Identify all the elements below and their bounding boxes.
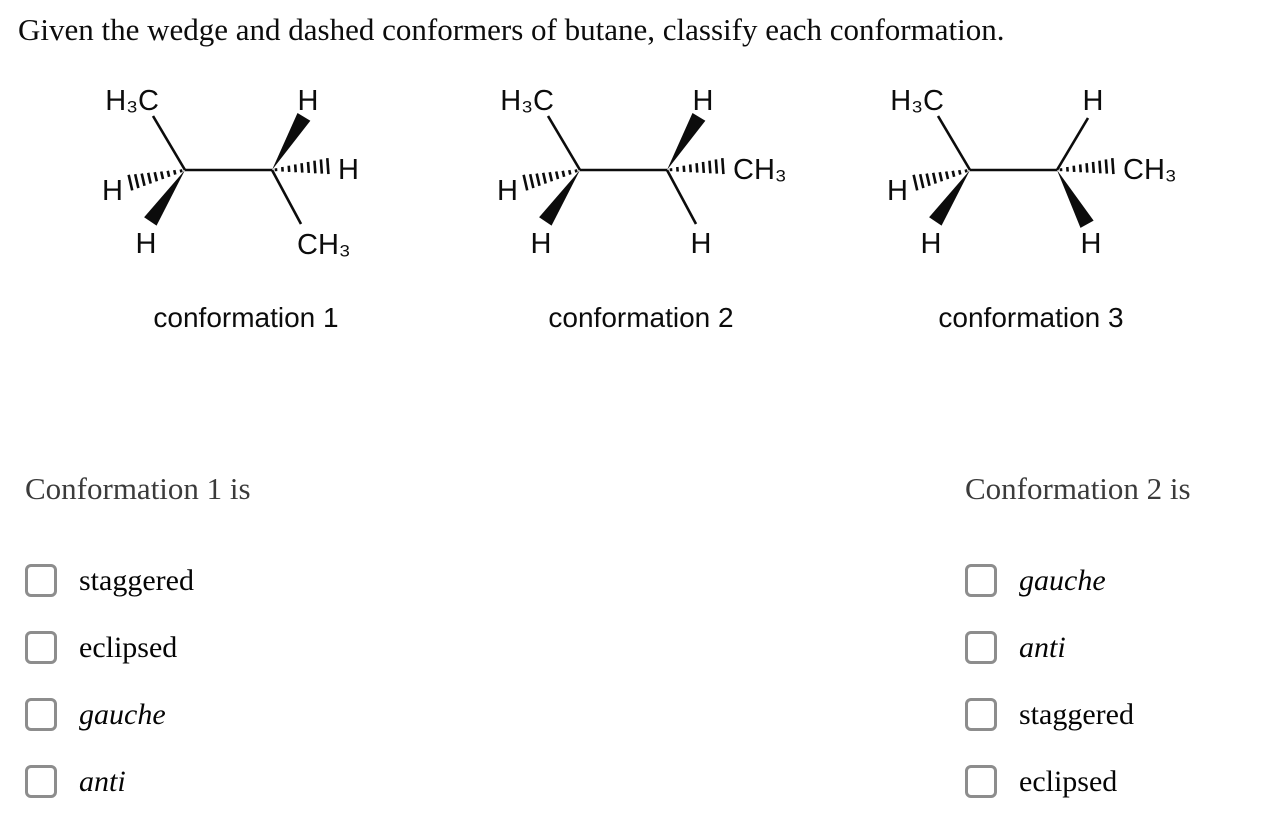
- option-anti[interactable]: anti: [25, 764, 251, 799]
- atom-label-top-left: H₃C: [890, 85, 944, 117]
- atom-label-left: H: [497, 175, 518, 207]
- option-gauche[interactable]: gauche: [965, 563, 1191, 598]
- figure-caption-2: conformation 2: [548, 302, 734, 333]
- atom-label-bottom-right: H: [1081, 228, 1102, 260]
- option-label: gauche: [1019, 563, 1106, 597]
- option-label: gauche: [79, 697, 166, 731]
- molecule-conformation-1: H₃C H H H H CH₃: [102, 85, 359, 261]
- atom-label-bottom-left: H: [531, 228, 552, 260]
- prompt-heading-1: Conformation 1 is: [25, 471, 251, 506]
- options-conformation-1: staggered eclipsed gauche anti: [25, 563, 251, 799]
- checkbox-eclipsed[interactable]: [965, 765, 997, 798]
- atom-label-top-right: H: [298, 85, 319, 117]
- hashed-bond-right: [669, 156, 725, 180]
- wedge-bond-bottomright-h: [1050, 166, 1094, 228]
- option-gauche[interactable]: gauche: [25, 697, 251, 732]
- checkbox-anti[interactable]: [965, 631, 997, 664]
- checkbox-eclipsed[interactable]: [25, 631, 57, 664]
- atom-label-left: H: [102, 175, 123, 207]
- options-conformation-2: gauche anti staggered eclipsed: [965, 563, 1191, 799]
- atom-label-right: CH₃: [733, 154, 787, 186]
- checkbox-staggered[interactable]: [965, 698, 997, 731]
- hashed-bond-right: [1059, 156, 1115, 180]
- checkbox-gauche[interactable]: [965, 564, 997, 597]
- option-label: anti: [79, 764, 126, 798]
- question-title: Given the wedge and dashed conformers of…: [18, 12, 1005, 47]
- atom-label-bottom-right: CH₃: [297, 229, 351, 261]
- bond-bottomright: [270, 169, 303, 225]
- option-eclipsed[interactable]: eclipsed: [25, 630, 251, 665]
- bond-ch3-topleft: [151, 115, 187, 171]
- atom-label-right: CH₃: [1123, 154, 1177, 186]
- checkbox-anti[interactable]: [25, 765, 57, 798]
- checkbox-gauche[interactable]: [25, 698, 57, 731]
- atom-label-top-left: H₃C: [500, 85, 554, 117]
- option-anti[interactable]: anti: [965, 630, 1191, 665]
- figure-caption-3: conformation 3: [938, 302, 1124, 333]
- figure-conformation-1: H₃C H H H H CH₃ conformation 1: [85, 78, 407, 334]
- option-staggered[interactable]: staggered: [965, 697, 1191, 732]
- option-label: staggered: [1019, 697, 1134, 731]
- option-label: staggered: [79, 563, 194, 597]
- atom-label-top-right: H: [1083, 85, 1104, 117]
- checkbox-staggered[interactable]: [25, 564, 57, 597]
- prompt-conformation-2: Conformation 2 is gauche anti staggered …: [965, 470, 1191, 799]
- atom-label-left: H: [887, 175, 908, 207]
- atom-label-top-left: H₃C: [105, 85, 159, 117]
- bond-ch3-topleft: [936, 115, 972, 171]
- option-staggered[interactable]: staggered: [25, 563, 251, 598]
- option-label: eclipsed: [79, 630, 178, 664]
- prompt-conformation-1: Conformation 1 is staggered eclipsed gau…: [25, 470, 251, 799]
- atom-label-bottom-right: H: [691, 228, 712, 260]
- option-label: anti: [1019, 630, 1066, 664]
- atom-label-bottom-left: H: [136, 228, 157, 260]
- atom-label-right: H: [338, 154, 359, 186]
- figure-caption-1: conformation 1: [153, 302, 339, 333]
- wedge-bond-topright-h: [265, 112, 311, 174]
- atom-label-bottom-left: H: [921, 228, 942, 260]
- molecule-conformation-2: H₃C H H H CH₃ H: [497, 85, 787, 260]
- atom-label-top-right: H: [693, 85, 714, 117]
- bond-topright: [1055, 117, 1090, 171]
- wedge-bond-topright-h: [660, 112, 706, 174]
- prompt-heading-2: Conformation 2 is: [965, 471, 1191, 506]
- hashed-bond-right: [274, 156, 330, 180]
- molecule-conformation-3: H₃C H H H CH₃ H: [887, 85, 1177, 260]
- bond-bottomright: [665, 169, 698, 225]
- bond-ch3-topleft: [546, 115, 582, 171]
- figure-conformation-3: H₃C H H H CH₃ H conformation 3: [870, 78, 1192, 334]
- option-eclipsed[interactable]: eclipsed: [965, 764, 1191, 799]
- option-label: eclipsed: [1019, 764, 1118, 798]
- figure-conformation-2: H₃C H H H CH₃ H conformation 2: [480, 78, 802, 334]
